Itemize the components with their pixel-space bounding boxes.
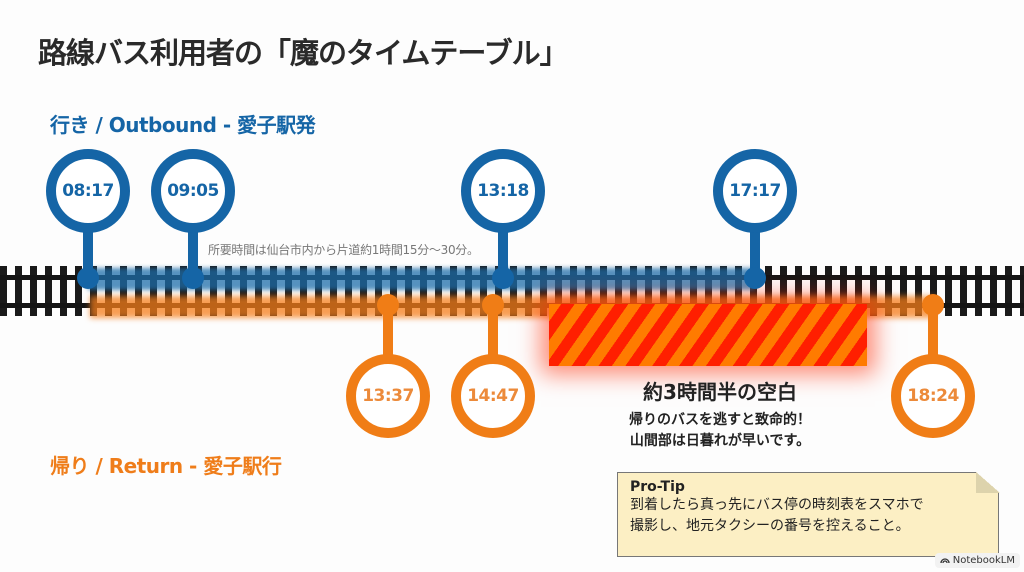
notebooklm-badge: NotebookLM	[934, 553, 1020, 568]
marker-dot	[377, 294, 399, 316]
marker-dot	[744, 267, 766, 289]
marker-dot	[492, 267, 514, 289]
time-label: 09:05	[151, 149, 235, 233]
marker-stem	[928, 305, 938, 357]
page-title: 路線バス利用者の「魔のタイムテーブル」	[38, 36, 569, 70]
time-label: 17:17	[713, 149, 797, 233]
marker-dot	[482, 294, 504, 316]
time-label: 14:47	[451, 354, 535, 438]
gap-title: 約3時間半の空白	[643, 380, 797, 404]
marker-stem	[750, 225, 760, 277]
marker-stem	[188, 225, 198, 277]
time-label: 13:37	[346, 354, 430, 438]
gap-line-2: 山間部は日暮れが早いです。	[629, 433, 811, 449]
outbound-band	[88, 268, 755, 290]
tip-line-2: 撮影し、地元タクシーの番号を控えること。	[630, 518, 910, 534]
notebooklm-icon	[940, 555, 950, 566]
marker-stem	[488, 305, 498, 357]
gap-line-1: 帰りのバスを逃すと致命的！	[629, 412, 811, 428]
travel-time-note: 所要時間は仙台市内から片道約1時間15分〜30分。	[208, 243, 479, 257]
tip-heading: Pro-Tip	[630, 479, 685, 495]
time-label: 08:17	[46, 149, 130, 233]
time-label: 18:24	[891, 354, 975, 438]
return-label: 帰り / Return - 愛子駅行	[50, 454, 282, 478]
time-label: 13:18	[461, 149, 545, 233]
gap-description: 帰りのバスを逃すと致命的！ 山間部は日暮れが早いです。	[590, 410, 850, 452]
pro-tip-note: Pro-Tip 到着したら真っ先にバス停の時刻表をスマホで 撮影し、地元タクシー…	[617, 472, 999, 557]
marker-dot	[77, 267, 99, 289]
marker-stem	[498, 225, 508, 277]
marker-stem	[383, 305, 393, 357]
badge-label: NotebookLM	[952, 555, 1015, 566]
note-fold-corner	[976, 472, 1000, 493]
marker-stem	[83, 225, 93, 277]
outbound-label: 行き / Outbound - 愛子駅発	[50, 113, 316, 137]
marker-dot	[922, 294, 944, 316]
tip-line-1: 到着したら真っ先にバス停の時刻表をスマホで	[630, 497, 924, 513]
marker-dot	[182, 267, 204, 289]
gap-hazard-zone	[549, 304, 867, 366]
